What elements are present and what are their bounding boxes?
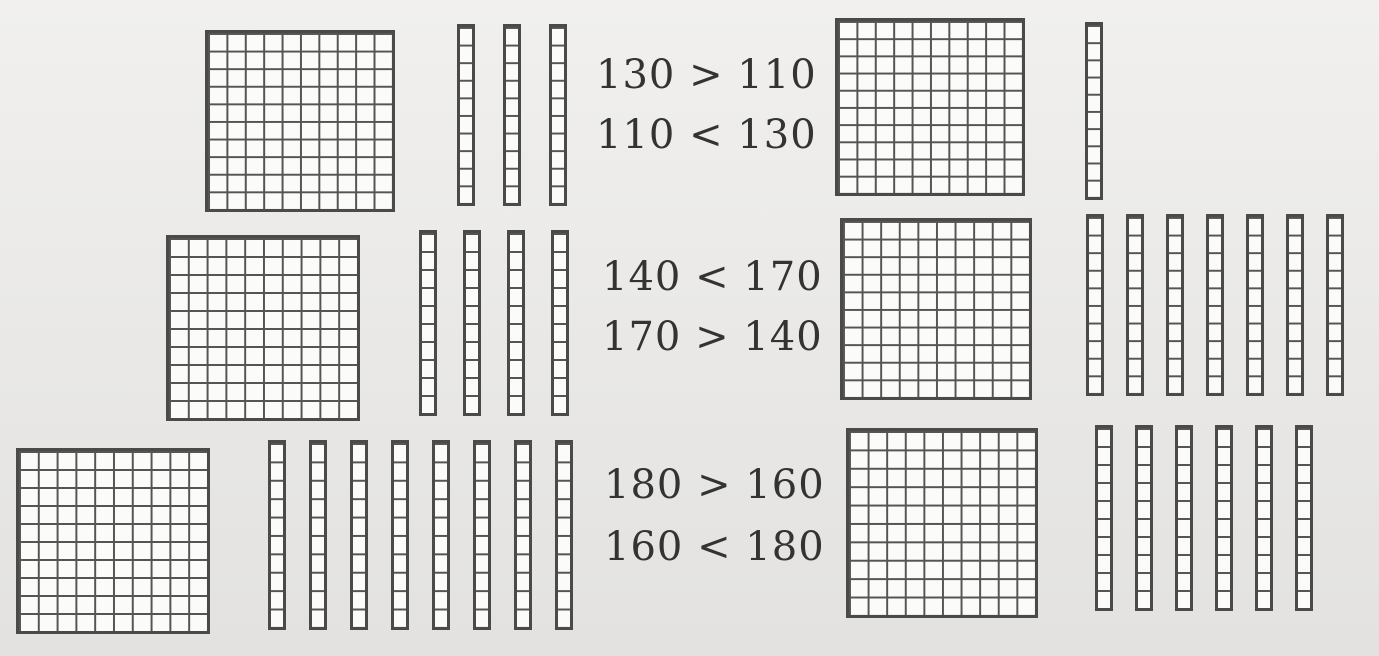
ten-rod <box>463 230 481 416</box>
comparison-row1-line1: 130 > 110 <box>596 52 817 98</box>
ten-rod <box>551 230 569 416</box>
ten-rod <box>473 440 491 630</box>
ten-rod <box>514 440 532 630</box>
hundred-block-row1-left <box>205 30 395 212</box>
ten-rod <box>1295 425 1313 611</box>
ten-rods-row1-left <box>457 24 567 206</box>
ten-rod <box>1175 425 1193 611</box>
ten-rods-row1-right <box>1085 22 1115 200</box>
ten-rod <box>419 230 437 416</box>
hundred-block-row3-left <box>16 448 210 634</box>
comparison-row1-line2: 110 < 130 <box>596 112 817 158</box>
hundred-block-row3-right <box>846 428 1038 618</box>
hundred-block-row1-right <box>835 18 1025 196</box>
ten-rods-row3-left <box>268 440 573 630</box>
ten-rod <box>555 440 573 630</box>
ten-rod <box>432 440 450 630</box>
ten-rod <box>1166 214 1184 396</box>
ten-rod <box>1085 22 1103 200</box>
comparison-row2-line2: 170 > 140 <box>602 314 823 360</box>
ten-rod <box>1326 214 1344 396</box>
hundred-block-row2-left <box>166 235 360 421</box>
hundred-block-row2-right <box>840 218 1032 400</box>
comparison-row3-line1: 180 > 160 <box>604 462 825 508</box>
ten-rod <box>1126 214 1144 396</box>
ten-rod <box>457 24 475 206</box>
ten-rod <box>309 440 327 630</box>
ten-rods-row2-left <box>419 230 569 416</box>
ten-rod <box>1206 214 1224 396</box>
ten-rod <box>1246 214 1264 396</box>
ten-rod <box>1095 425 1113 611</box>
comparison-row2-line1: 140 < 170 <box>602 254 823 300</box>
ten-rod <box>350 440 368 630</box>
ten-rods-row2-right <box>1086 214 1344 396</box>
ten-rod <box>1255 425 1273 611</box>
ten-rod <box>1086 214 1104 396</box>
ten-rod <box>1215 425 1233 611</box>
ten-rod <box>268 440 286 630</box>
ten-rod <box>549 24 567 206</box>
comparison-row3-line2: 160 < 180 <box>604 524 825 570</box>
ten-rod <box>1135 425 1153 611</box>
ten-rods-row3-right <box>1095 425 1313 611</box>
ten-rod <box>391 440 409 630</box>
ten-rod <box>1286 214 1304 396</box>
ten-rod <box>503 24 521 206</box>
ten-rod <box>507 230 525 416</box>
